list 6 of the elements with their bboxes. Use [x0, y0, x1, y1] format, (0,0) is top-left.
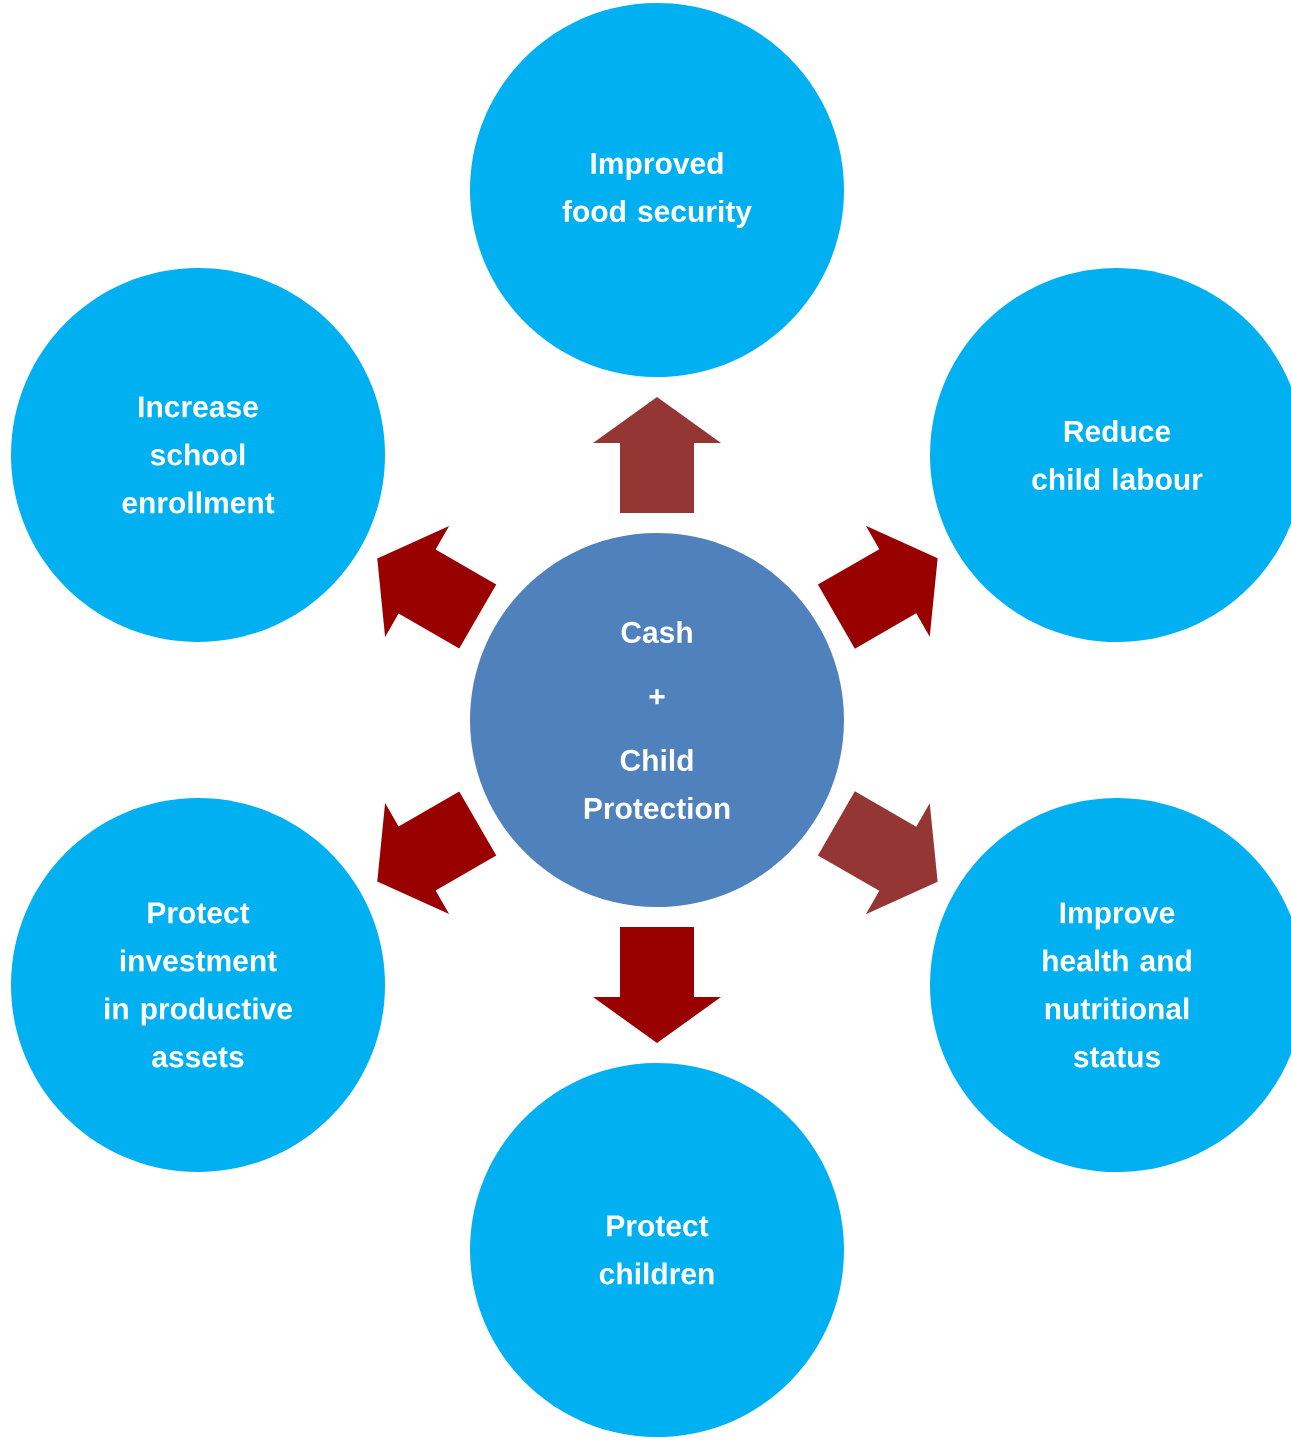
- block-arrow: [817, 791, 938, 915]
- block-arrow: [377, 791, 497, 914]
- block-arrow: [593, 927, 721, 1043]
- block-arrow: [817, 525, 938, 649]
- block-arrow: [593, 397, 721, 513]
- block-arrow: [377, 526, 497, 649]
